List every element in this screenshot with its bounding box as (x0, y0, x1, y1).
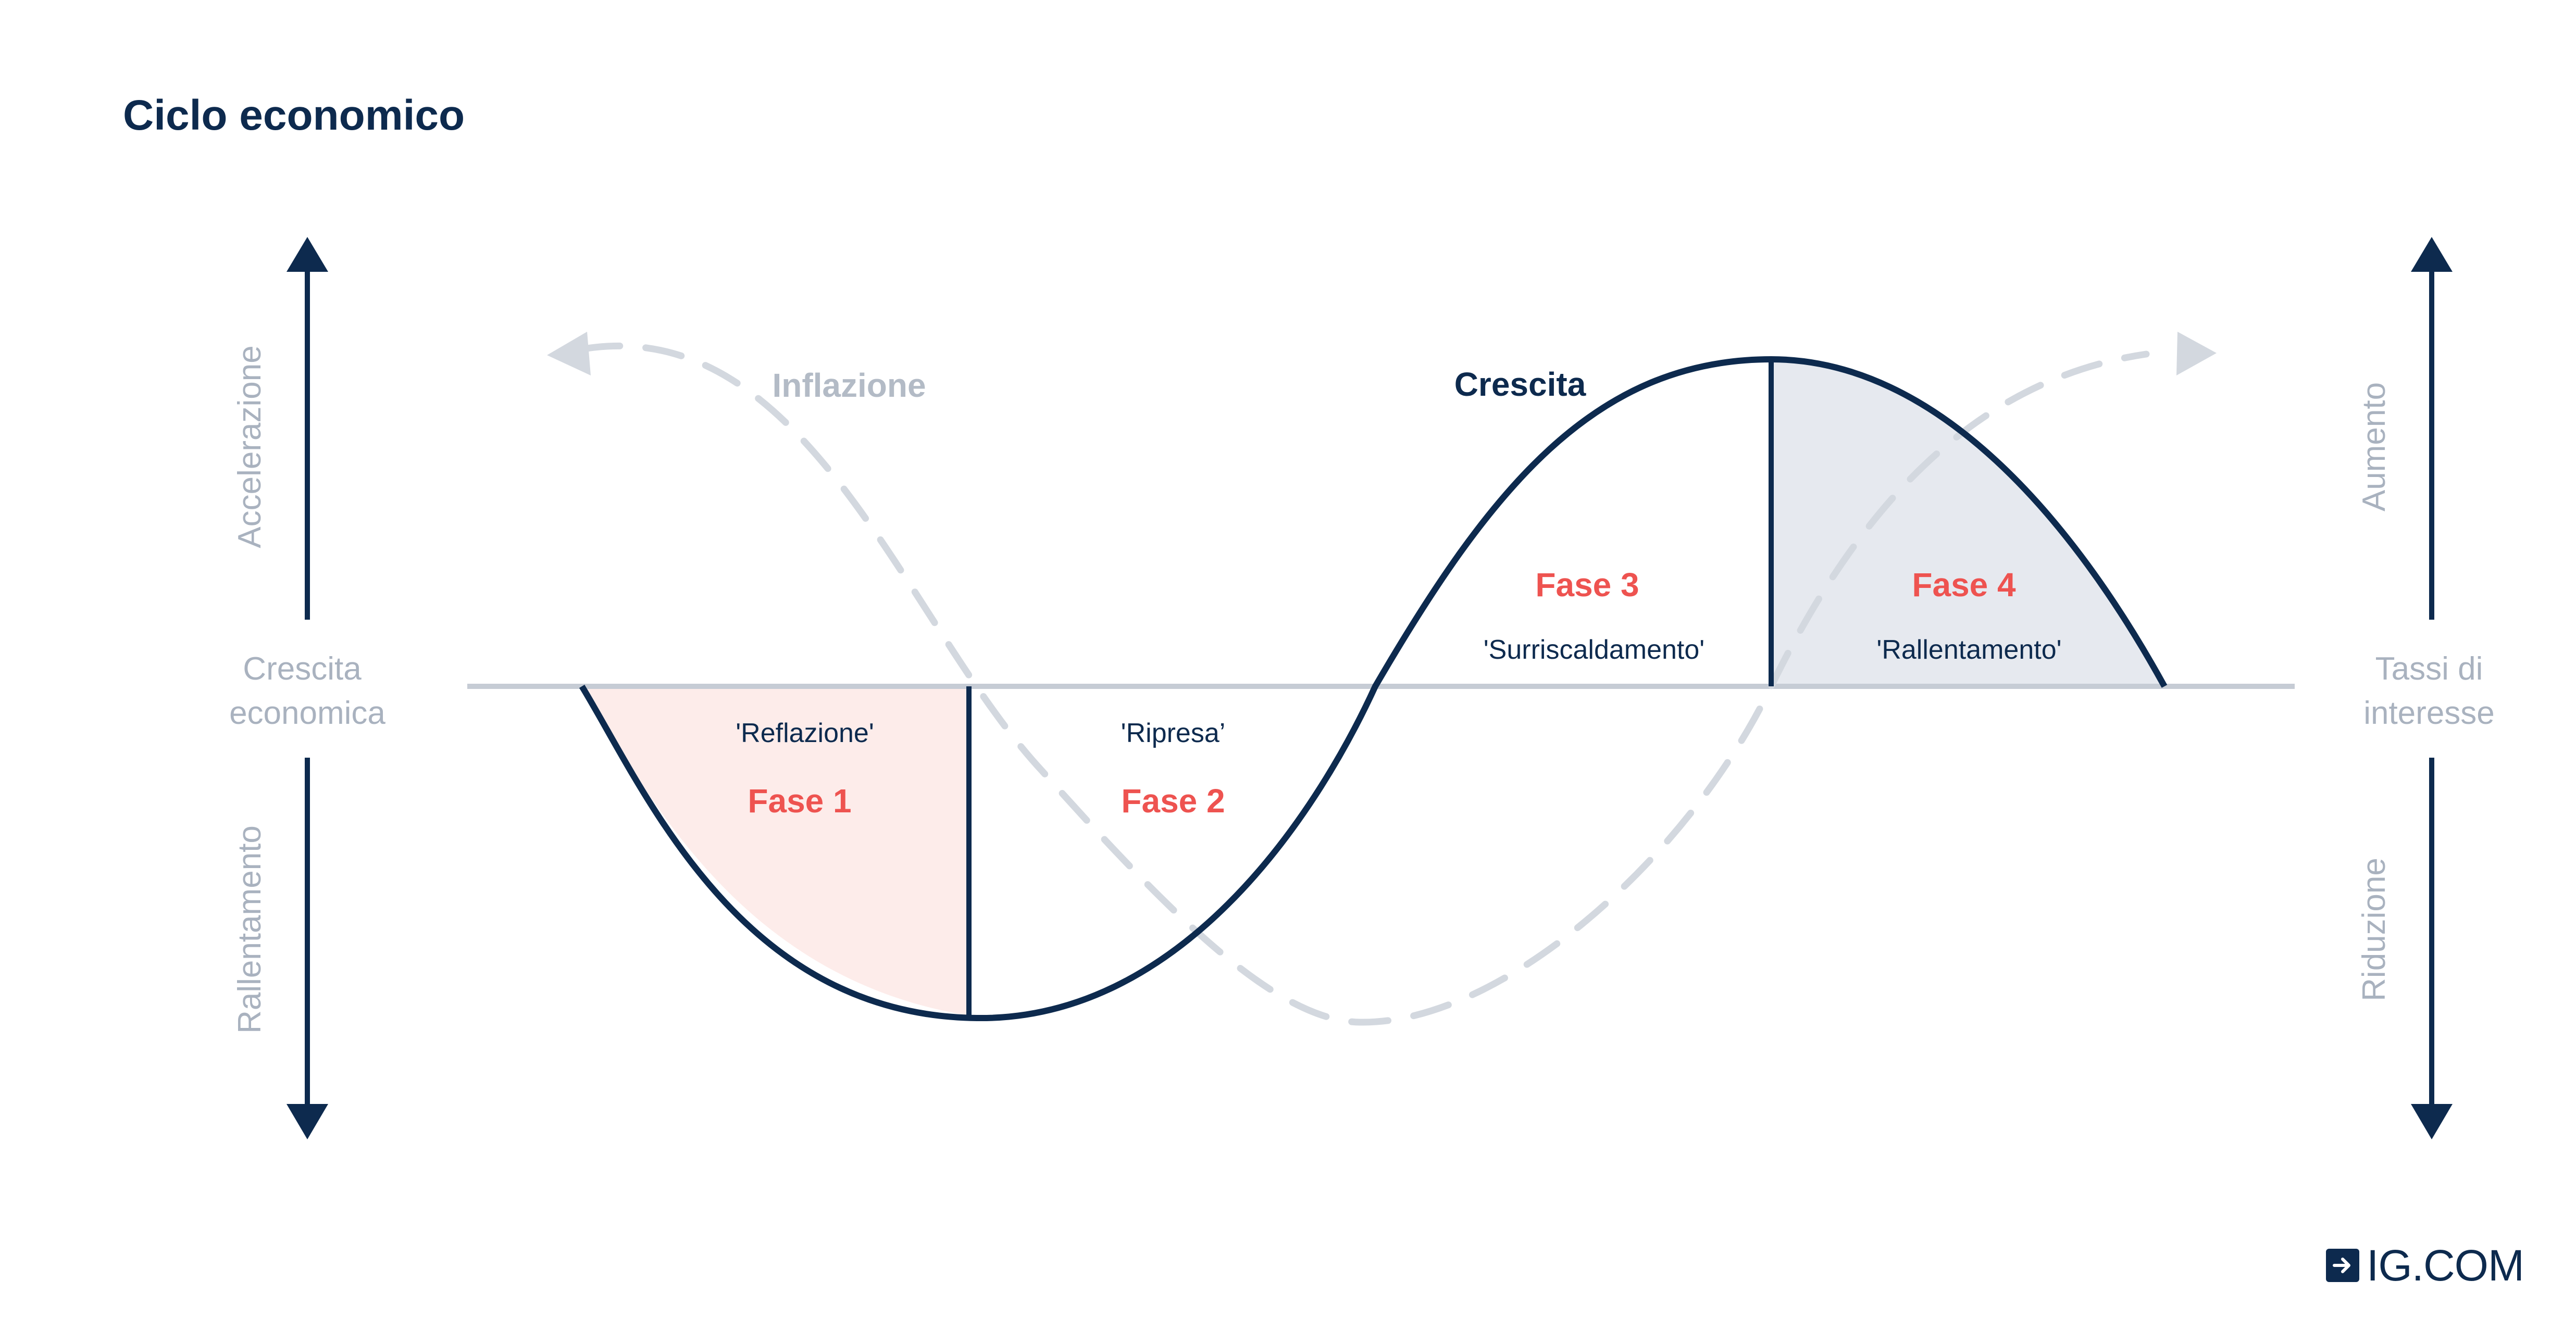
phase-1-name: 'Reflazione' (736, 718, 874, 748)
inflation-left-arrowhead (547, 332, 591, 375)
right-axis-bottom-label: Riduzione (2356, 858, 2392, 1001)
phase-3-label: Fase 3 (1535, 566, 1639, 604)
right-axis-up-arrowhead (2411, 237, 2453, 272)
right-center-label-line2: interesse (2363, 695, 2495, 731)
left-center-label-line1: Crescita (243, 651, 362, 687)
right-axis-top-label: Aumento (2356, 382, 2392, 511)
right-axis-down-arrowhead (2411, 1104, 2453, 1139)
right-center-label-line1: Tassi di (2375, 651, 2483, 687)
phase-4-name: 'Rallentamento' (1876, 635, 2061, 665)
phase-1-label: Fase 1 (748, 782, 851, 820)
arrow-right-box-icon (2326, 1249, 2359, 1282)
inflation-label: Inflazione (772, 367, 926, 404)
phase-4-label: Fase 4 (1912, 566, 2016, 604)
phase-2-name: 'Ripresa’ (1121, 718, 1226, 748)
left-axis-bottom-label: Rallentamento (232, 825, 268, 1034)
inflation-right-arrowhead (2176, 332, 2217, 375)
phase-4-area (1771, 359, 2164, 686)
left-axis-down-arrowhead (287, 1104, 328, 1139)
page-title: Ciclo economico (123, 92, 465, 139)
left-center-label-line2: economica (229, 695, 385, 731)
phase-2-label: Fase 2 (1121, 782, 1225, 820)
left-axis-up-arrowhead (287, 237, 328, 272)
left-axis-top-label: Accelerazione (232, 345, 268, 548)
inflation-curve (580, 342, 2150, 1026)
logo-text: IG.COM (2367, 1240, 2524, 1290)
phase-3-name: 'Surriscaldamento' (1484, 635, 1704, 665)
growth-curve (579, 356, 2168, 1022)
phase-1-area (582, 686, 969, 1015)
growth-label: Crescita (1454, 366, 1586, 403)
ig-logo[interactable]: IG.COM (2326, 1240, 2524, 1290)
